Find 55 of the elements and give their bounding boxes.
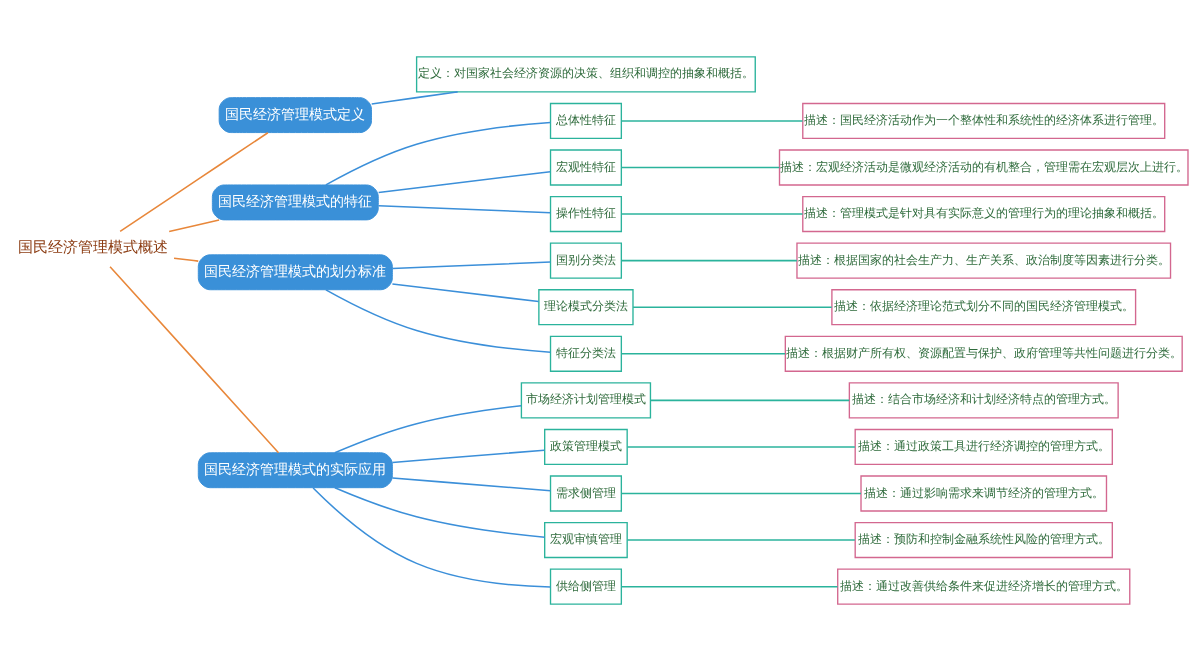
connector (632, 305, 833, 308)
node-box: 描述：预防和控制金融系统性风险的管理方式。 (854, 521, 1113, 558)
node-box: 描述：通过改善供给条件来促进经济增长的管理方式。 (837, 568, 1131, 605)
node-box: 描述：结合市场经济和计划经济特点的管理方式。 (848, 381, 1119, 418)
connector (119, 131, 269, 232)
connector (377, 204, 552, 213)
node-box: 供给侧管理 (549, 568, 623, 605)
connector (168, 218, 220, 232)
node-box: 宏观审慎管理 (544, 521, 628, 558)
node-box: 国民经济管理模式定义 (218, 96, 372, 133)
connector (620, 212, 804, 215)
node-box: 总体性特征 (549, 102, 623, 139)
node-box: 描述：国民经济活动作为一个整体性和系统性的经济体系进行管理。 (802, 102, 1166, 139)
node-box: 国别分类法 (549, 242, 623, 279)
node-box: 国民经济管理模式的划分标准 (197, 253, 393, 290)
node-box: 描述：宏观经济活动是微观经济活动的有机整合，管理需在宏观层次上进行。 (778, 148, 1189, 186)
node-box: 政策管理模式 (544, 428, 628, 465)
node-box: 国民经济管理模式的特征 (211, 183, 379, 220)
node-box: 特征分类法 (549, 335, 623, 372)
node-box: 描述：根据国家的社会生产力、生产关系、政治制度等因素进行分类。 (796, 242, 1172, 279)
connector (620, 259, 798, 261)
node-box: 描述：依据经济理论范式划分不同的国民经济管理模式。 (831, 288, 1137, 325)
node-box: 描述：管理模式是针对具有实际意义的管理行为的理论抽象和概括。 (802, 195, 1166, 232)
connector (391, 476, 552, 491)
connector (391, 448, 546, 463)
connector (334, 404, 522, 453)
node-box: 宏观性特征 (549, 148, 623, 186)
connector (649, 399, 850, 401)
connector (173, 257, 199, 262)
connector (620, 166, 781, 168)
connector (312, 486, 552, 588)
node-box: 需求侧管理 (549, 474, 623, 512)
connector (325, 121, 552, 186)
connector (109, 265, 280, 453)
connector (620, 119, 804, 122)
node-box: 市场经济计划管理模式 (520, 381, 652, 418)
node-box: 描述：通过影响需求来调节经济的管理方式。 (860, 474, 1108, 512)
node-box: 描述：根据财产所有权、资源配置与保护、政府管理等共性问题进行分类。 (784, 335, 1183, 372)
node-box: 操作性特征 (549, 195, 623, 232)
connector (377, 170, 552, 193)
connector (391, 260, 552, 269)
connector (325, 288, 552, 353)
connector (334, 486, 546, 538)
connector (626, 445, 856, 448)
node-box: 描述：通过政策工具进行经济调控的管理方式。 (854, 428, 1113, 465)
connector (370, 90, 459, 105)
node-box: 理论模式分类法 (538, 288, 634, 325)
connector (620, 585, 839, 587)
connector (391, 282, 540, 302)
connector (620, 352, 786, 355)
connector (626, 538, 856, 541)
node-box: 定义：对国家社会经济资源的决策、组织和调控的抽象和概括。 (415, 55, 756, 92)
node-text: 国民经济管理模式概述 (18, 238, 169, 255)
node-box: 国民经济管理模式的实际应用 (197, 451, 393, 488)
connector (620, 492, 862, 494)
